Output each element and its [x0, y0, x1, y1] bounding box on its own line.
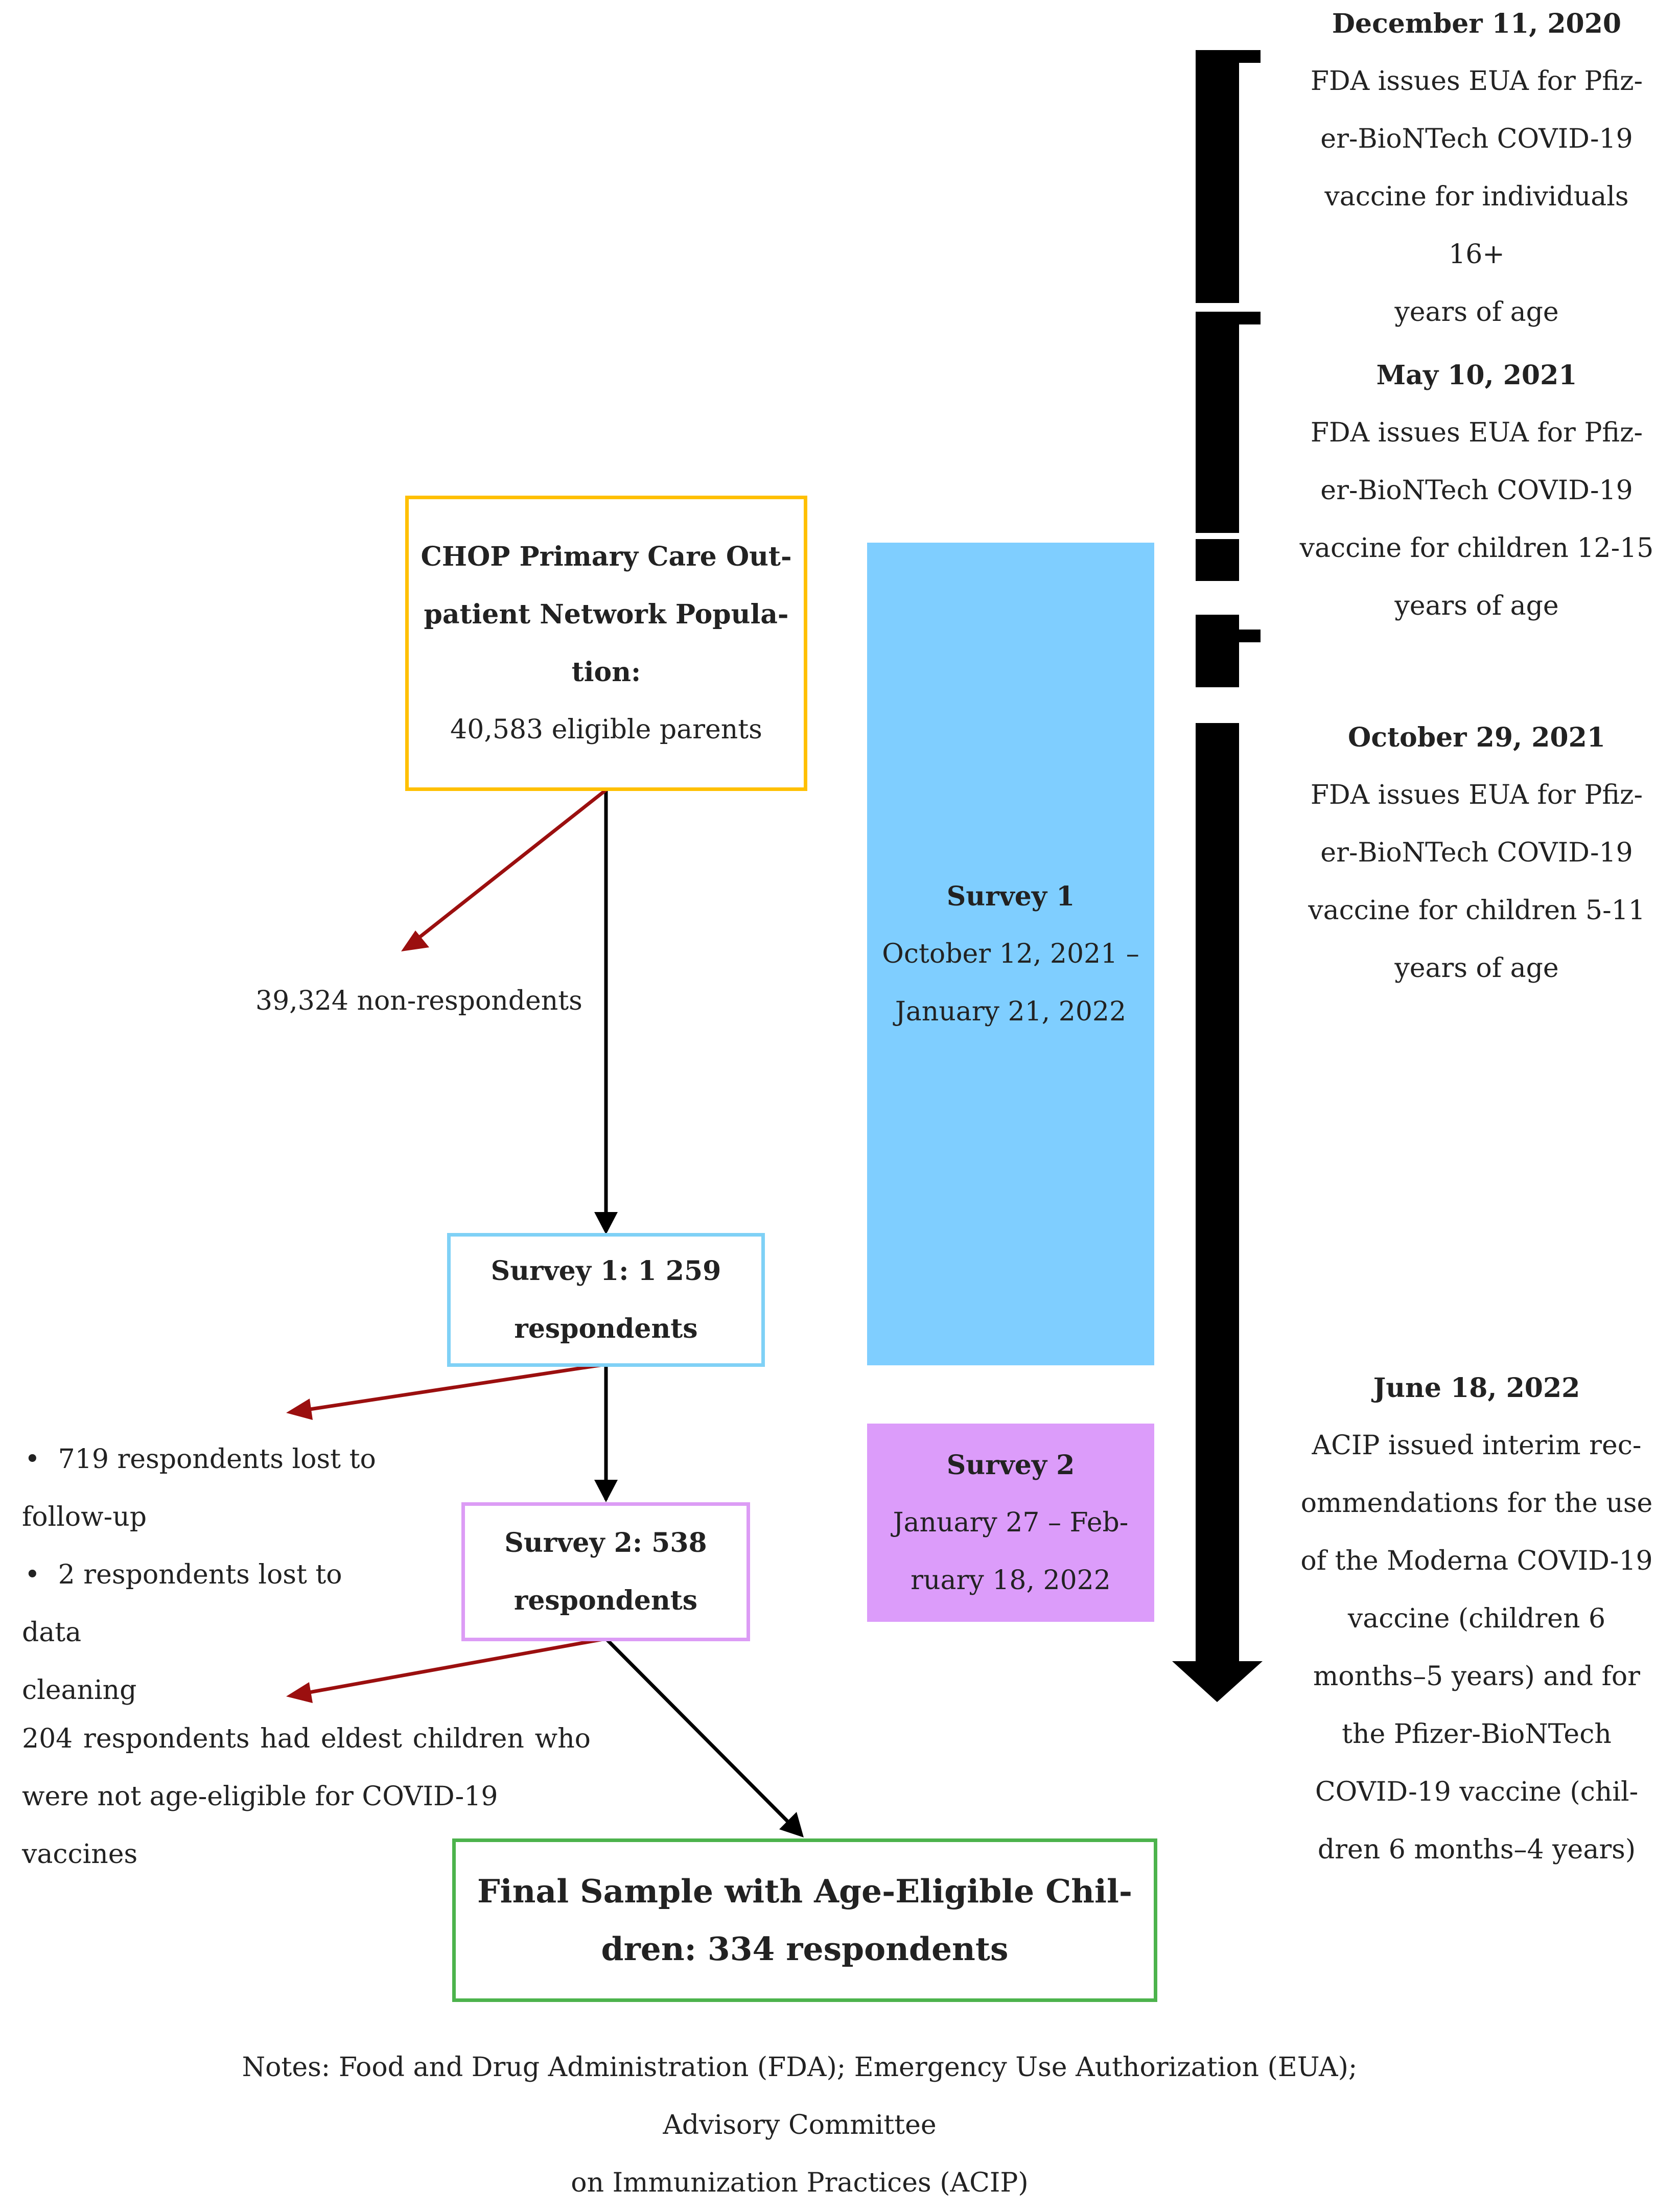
arrowhead-loss2 [286, 1682, 313, 1703]
timeline-event-3-date: October 29, 2021 [1348, 722, 1605, 753]
timeline-event-3-line-2: er-BioNTech COVID-19 [1320, 837, 1633, 868]
arrowhead-survey1 [594, 1212, 618, 1235]
timeline-event-4-line-2: ommendations for the use [1300, 1488, 1653, 1519]
survey1-respondents-line-2: respondents [514, 1313, 698, 1344]
timeline-event-2-line-4: years of age [1394, 591, 1559, 621]
timeline-event-1-line-4: years of age [1394, 297, 1559, 328]
timeline-event-3: October 29, 2021 FDA issues EUA for Pfiz… [1293, 709, 1656, 997]
timeline-event-1: December 11, 2020 FDA issues EUA for Pfi… [1293, 0, 1656, 341]
survey2-period-dates-1: January 27 – Feb- [893, 1507, 1129, 1538]
timeline-segment-5 [1196, 723, 1239, 1664]
timeline-event-3-line-4: years of age [1394, 953, 1559, 984]
timeline-segment-1 [1196, 50, 1239, 303]
arrowhead-non-respondents [401, 930, 429, 951]
arrow-to-loss2 [306, 1637, 607, 1695]
timeline-event-4-line-1: ACIP issued interim rec- [1312, 1430, 1642, 1461]
final-sample-line-1: Final Sample with Age-Eligible Chil- [477, 1872, 1133, 1910]
timeline-event-1-line-1: FDA issues EUA for Pfiz- [1310, 66, 1643, 97]
loss1-bullet-2-cont: cleaning [22, 1675, 137, 1706]
notes: Notes: Food and Drug Administration (FDA… [225, 2039, 1374, 2212]
timeline-segment-4 [1196, 615, 1239, 687]
timeline-event-4: June 18, 2022 ACIP issued interim rec- o… [1293, 1359, 1656, 1879]
timeline-event-4-line-7: COVID-19 vaccine (chil- [1315, 1777, 1639, 1807]
timeline-segment-2 [1196, 312, 1239, 533]
timeline-segment-3 [1196, 539, 1239, 581]
arrowhead-loss1 [286, 1399, 313, 1420]
population-title-line-3: tion: [571, 657, 641, 688]
survey1-period-block: Survey 1 October 12, 2021 – January 21, … [867, 543, 1154, 1365]
survey2-period-block: Survey 2 January 27 – Feb- ruary 18, 202… [867, 1424, 1154, 1622]
survey1-respondents-box: Survey 1: 1 259 respondents [447, 1233, 765, 1367]
timeline-event-1-date: December 11, 2020 [1332, 8, 1622, 39]
survey2-period-dates-2: ruary 18, 2022 [911, 1565, 1111, 1596]
timeline-event-4-line-5: months–5 years) and for [1313, 1661, 1641, 1692]
flow-arrows [286, 788, 804, 1837]
timeline-event-4-line-6: the Pfizer-BioNTech [1342, 1719, 1612, 1750]
timeline-tick-1 [1196, 50, 1261, 63]
timeline-event-4-line-3: of the Moderna COVID-19 [1300, 1546, 1653, 1576]
arrow-to-loss1 [306, 1362, 607, 1412]
timeline-arrowhead [1172, 1661, 1263, 1702]
timeline-event-1-line-3: vaccine for individuals 16+ [1324, 181, 1629, 270]
timeline-event-3-line-3: vaccine for children 5-11 [1308, 895, 1645, 926]
timeline-tick-2 [1196, 312, 1261, 324]
population-count: 40,583 eligible parents [450, 714, 762, 745]
survey2-respondents-box: Survey 2: 538 respondents [461, 1502, 750, 1641]
final-sample-line-2: dren: 334 respondents [601, 1930, 1009, 1968]
notes-line-1: Notes: Food and Drug Administration (FDA… [242, 2052, 1358, 2140]
timeline-event-2-line-1: FDA issues EUA for Pfiz- [1310, 417, 1643, 448]
arrowhead-survey2 [594, 1480, 618, 1502]
timeline-event-2-line-3: vaccine for children 12-15 [1299, 533, 1654, 564]
survey2-period-title: Survey 2 [946, 1449, 1075, 1481]
timeline-event-4-line-4: vaccine (children 6 [1347, 1603, 1606, 1634]
population-title-line-2: patient Network Popula- [424, 599, 789, 630]
timeline-event-3-line-1: FDA issues EUA for Pfiz- [1310, 780, 1643, 810]
population-box: CHOP Primary Care Out- patient Network P… [405, 496, 807, 791]
notes-line-2: on Immunization Practices (ACIP) [571, 2168, 1029, 2198]
arrow-to-non-respondents [417, 788, 608, 939]
timeline-event-2: May 10, 2021 FDA issues EUA for Pfiz- er… [1293, 346, 1656, 635]
population-title-line-1: CHOP Primary Care Out- [421, 541, 792, 572]
timeline-event-1-line-2: er-BioNTech COVID-19 [1320, 124, 1633, 154]
survey1-period-dates-2: January 21, 2022 [895, 996, 1127, 1027]
final-sample-box: Final Sample with Age-Eligible Chil- dre… [452, 1838, 1157, 2002]
loss1-text: •719 respondents lost to follow-up •2 re… [22, 1431, 390, 1719]
loss1-bullet-1: •719 respondents lost to [25, 1444, 376, 1475]
survey1-respondents-line-1: Survey 1: 1 259 [491, 1255, 721, 1287]
non-respondents-label: 39,324 non-respondents [255, 986, 582, 1016]
arrowhead-final [779, 1812, 804, 1837]
loss1-bullet-1-cont: follow-up [22, 1502, 147, 1532]
survey1-period-title: Survey 1 [946, 880, 1075, 912]
survey2-respondents-line-2: respondents [514, 1585, 698, 1616]
loss2-line-2: were not age-eligible for COVID-19 vacci… [22, 1781, 498, 1870]
survey1-period-dates-1: October 12, 2021 – [882, 938, 1139, 969]
timeline-tick-4 [1196, 630, 1261, 642]
arrow-survey2-to-final [604, 1637, 791, 1825]
timeline-event-4-date: June 18, 2022 [1373, 1372, 1580, 1404]
loss1-bullet-2: •2 respondents lost to data [22, 1559, 342, 1648]
timeline-event-2-date: May 10, 2021 [1376, 360, 1577, 391]
survey2-respondents-line-1: Survey 2: 538 [504, 1527, 707, 1558]
timeline-event-4-line-8: dren 6 months–4 years) [1317, 1834, 1636, 1865]
loss2-line-1: 204 respondents had eldest children who [22, 1724, 591, 1754]
timeline-event-2-line-2: er-BioNTech COVID-19 [1320, 475, 1633, 506]
loss2-text: 204 respondents had eldest children who … [22, 1710, 591, 1883]
